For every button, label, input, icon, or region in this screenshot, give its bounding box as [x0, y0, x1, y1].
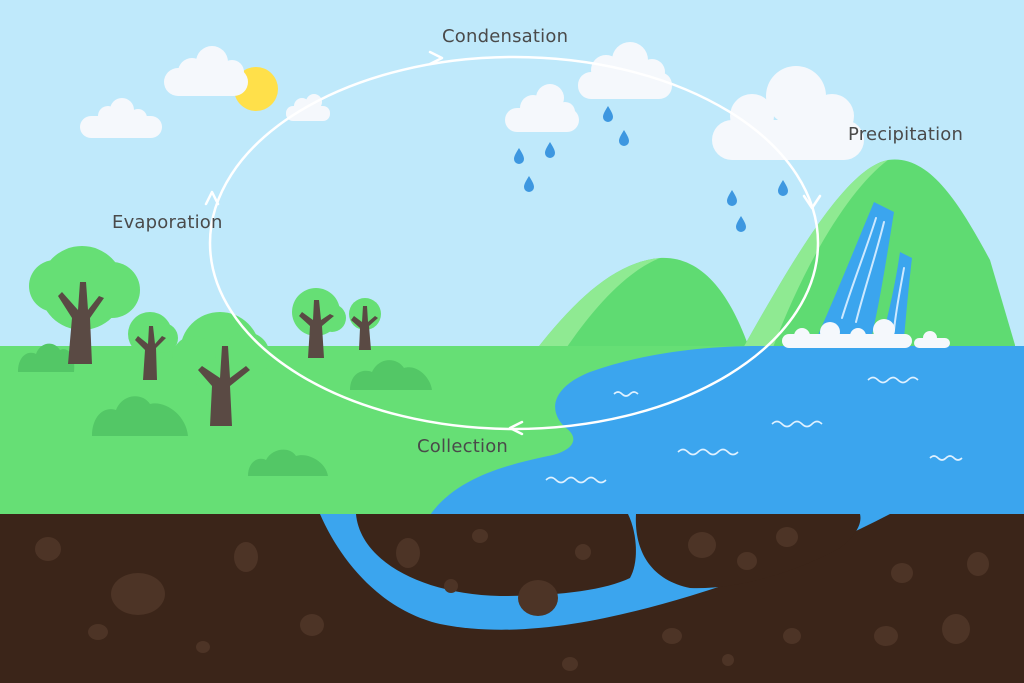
waterfall [818, 202, 894, 335]
raindrops [514, 106, 788, 232]
bushes [18, 343, 432, 476]
tree-large-left [29, 246, 140, 364]
rock-pocket-left [356, 514, 636, 596]
water-ripples [545, 376, 963, 484]
waterfall-small [882, 252, 912, 338]
tree-center-right [292, 288, 346, 358]
label-collection: Collection [417, 436, 509, 457]
soil-stones [35, 527, 989, 671]
cycle-arrowheads [204, 50, 822, 436]
hill-right-highlight [742, 160, 888, 350]
tree-small-left [128, 312, 178, 380]
label-precipitation: Precipitation [848, 124, 964, 145]
label-condensation: Condensation [442, 26, 569, 47]
waterfall-streaks [841, 217, 905, 331]
hill-middle-highlight [536, 258, 660, 350]
tree-center-large [172, 312, 270, 426]
splash-foam [782, 319, 950, 348]
cloud-left [80, 98, 162, 138]
cloud-top-left [164, 46, 248, 96]
cloud-top-center [578, 42, 672, 99]
label-evaporation: Evaporation [112, 212, 223, 233]
rock-pocket-right [635, 514, 861, 589]
cloud-large-right [712, 66, 864, 160]
cloud-center [505, 84, 579, 132]
lake [430, 346, 1024, 515]
tree-small-right [349, 298, 381, 350]
hill-middle [536, 257, 748, 360]
